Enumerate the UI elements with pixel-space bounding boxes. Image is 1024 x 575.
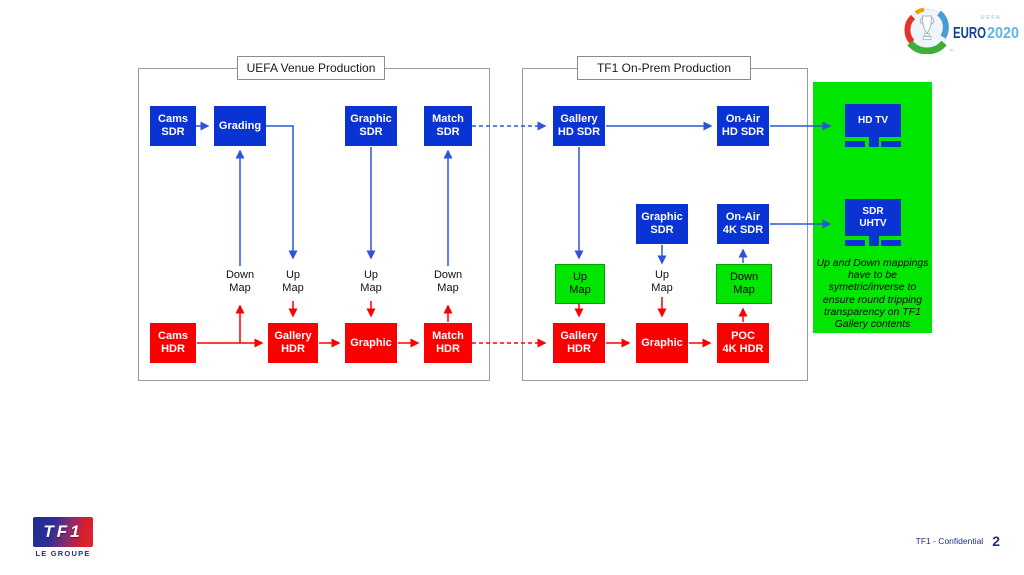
euro-emblem-trophy-cup: [922, 15, 932, 34]
euro-emblem-trophy-neck: [924, 33, 930, 37]
euro2020-logo: ™ UEFA EURO 2020: [904, 7, 1019, 54]
node-graphic-sdr-2: Graphic SDR: [636, 204, 688, 244]
euro-uefa-text: UEFA: [981, 15, 1002, 21]
label-up-map-2: Up Map: [360, 269, 382, 295]
node-graphic-sdr: Graphic SDR: [345, 106, 397, 146]
node-graphic-hdr-2: Graphic: [636, 323, 688, 363]
onprem-section-title: TF1 On-Prem Production: [577, 56, 751, 80]
euro-year-text: 2020: [987, 25, 1019, 42]
euro-emblem-trophy-handles: [919, 17, 935, 25]
tf1-logo: TF1: [33, 517, 93, 547]
sdr-uhtv-stand-right: [881, 240, 901, 246]
node-up-map-box: Up Map: [555, 264, 605, 304]
node-poc-4k-hdr: POC 4K HDR: [717, 323, 769, 363]
euro-emblem-green-base: [907, 40, 947, 54]
sdr-uhtv-icon: SDR UHTV: [845, 199, 901, 236]
hd-tv-icon: HD TV: [845, 104, 901, 137]
node-gallery-hd-sdr: Gallery HD SDR: [553, 106, 605, 146]
euro-trademark: ™: [949, 48, 953, 53]
node-down-map-box: Down Map: [716, 264, 772, 304]
node-cams-hdr: Cams HDR: [150, 323, 196, 363]
confidential-label: TF1 - Confidential: [915, 536, 984, 546]
node-grading: Grading: [214, 106, 266, 146]
node-match-sdr: Match SDR: [424, 106, 472, 146]
node-onair-4k-sdr: On-Air 4K SDR: [717, 204, 769, 244]
euro-emblem-red-figure: [904, 14, 916, 44]
tf1-logo-subtext: LE GROUPE: [35, 549, 91, 558]
venue-section-title: UEFA Venue Production: [237, 56, 385, 80]
node-gallery-hdr-2: Gallery HDR: [553, 323, 605, 363]
euro-emblem-blue-figure: [936, 10, 949, 39]
sdr-uhtv-stand-stem: [869, 236, 879, 246]
hd-tv-stand-left: [845, 141, 865, 147]
node-onair-hd-sdr: On-Air HD SDR: [717, 106, 769, 146]
node-gallery-hdr: Gallery HDR: [268, 323, 318, 363]
euro-text: EURO: [953, 25, 986, 42]
label-up-map-3: Up Map: [651, 269, 673, 295]
node-match-hdr: Match HDR: [424, 323, 472, 363]
label-down-map-2: Down Map: [433, 269, 463, 295]
euro-emblem-trophy-base: [922, 36, 932, 40]
hd-tv-stand-stem: [869, 137, 879, 147]
node-graphic-hdr: Graphic: [345, 323, 397, 363]
sdr-uhtv-stand-left: [845, 240, 865, 246]
hd-tv-stand-right: [881, 141, 901, 147]
label-down-map-1: Down Map: [225, 269, 255, 295]
page-number: 2: [992, 533, 1000, 549]
label-up-map-1: Up Map: [282, 269, 304, 295]
tf1-logo-text: TF1: [43, 522, 83, 541]
euro-emblem-orange-arm: [914, 7, 925, 15]
panel-note: Up and Down mappings have to be symetric…: [816, 257, 929, 330]
node-cams-sdr: Cams SDR: [150, 106, 196, 146]
footer-right: TF1 - Confidential 2: [840, 533, 1000, 549]
